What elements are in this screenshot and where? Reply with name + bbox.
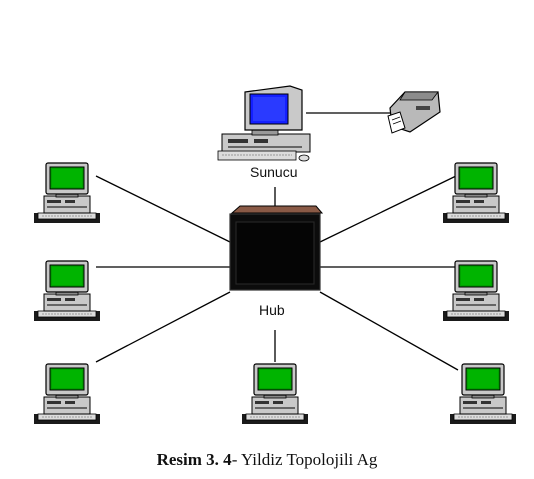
hub-label: Hub bbox=[259, 302, 285, 318]
caption-number: Resim 3. 4 bbox=[156, 450, 232, 469]
workstation-top-right bbox=[442, 162, 510, 224]
server-computer bbox=[217, 85, 311, 162]
workstation-bottom-center bbox=[241, 363, 309, 425]
figure-caption: Resim 3. 4- Yildiz Topolojili Ag bbox=[0, 450, 534, 470]
workstation-middle-right bbox=[442, 260, 510, 322]
printer-icon bbox=[387, 91, 441, 134]
workstation-bottom-left bbox=[33, 363, 101, 425]
server-label: Sunucu bbox=[250, 164, 298, 180]
caption-text: - Yildiz Topolojili Ag bbox=[231, 450, 378, 469]
workstation-middle-left bbox=[33, 260, 101, 322]
connection-lines bbox=[95, 112, 459, 371]
hub-device bbox=[229, 205, 324, 291]
workstation-top-left bbox=[33, 162, 101, 224]
workstation-bottom-right bbox=[449, 363, 517, 425]
